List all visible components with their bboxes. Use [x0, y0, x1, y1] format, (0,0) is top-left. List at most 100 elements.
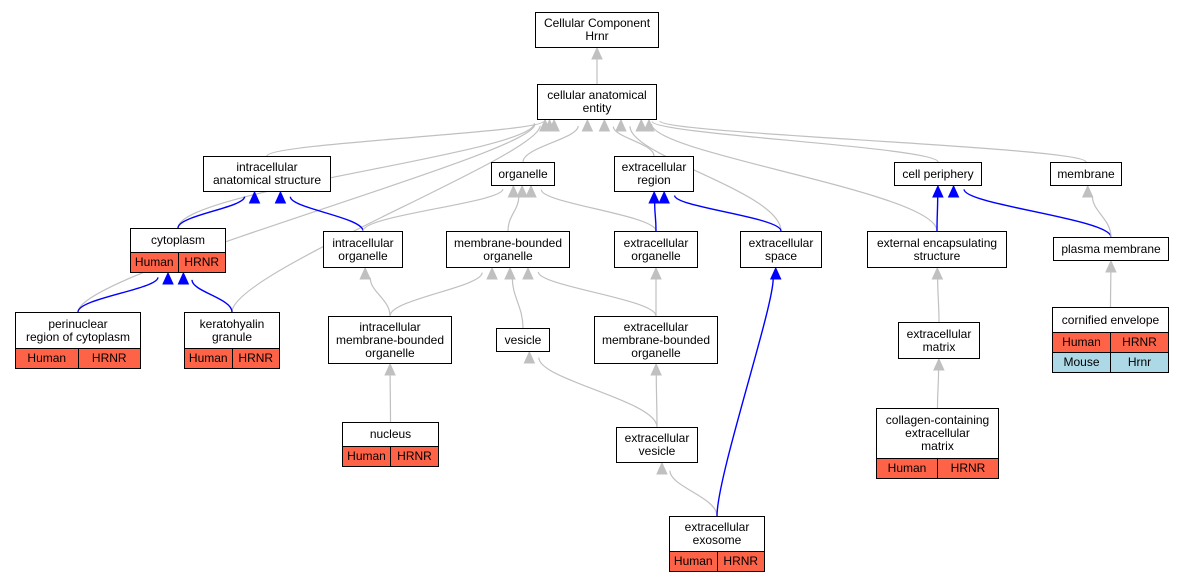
edge-exves-to-embo [655, 374, 658, 428]
gene-cell: HRNR [231, 349, 280, 368]
edge-cellper-to-cae [651, 120, 939, 163]
gene-cell: HRNR [716, 552, 765, 571]
node-mbo[interactable]: membrane-bounded organelle [446, 231, 570, 268]
node-label-area: extracellular region [615, 157, 693, 191]
node-label-area: cellular anatomical entity [538, 85, 656, 119]
arrowhead [486, 266, 498, 280]
node-intorg[interactable]: intracellular organelle [323, 231, 403, 268]
node-organelle[interactable]: organelle [491, 162, 555, 186]
arrowhead [274, 190, 287, 204]
node-label: collagen-containing extracellular matrix [885, 413, 990, 453]
node-ias[interactable]: intracellular anatomical structure [203, 156, 331, 192]
edge-exspace-to-cae [629, 126, 782, 232]
edge-vesicle-to-mbo [511, 278, 524, 329]
edge-membrane-to-cae [659, 120, 1087, 163]
arrowhead [177, 271, 190, 285]
node-label-area: keratohyalin granule [185, 313, 279, 348]
arrowhead [248, 190, 261, 204]
node-cae[interactable]: cellular anatomical entity [537, 84, 657, 120]
arrowhead [648, 190, 660, 204]
species-cell: Human [134, 255, 174, 269]
arrowhead [162, 271, 174, 285]
node-exorg[interactable]: extracellular organelle [614, 231, 698, 268]
node-cellper[interactable]: cell periphery [894, 162, 982, 186]
node-vesicle[interactable]: vesicle [496, 328, 550, 352]
node-label-area: organelle [492, 163, 554, 185]
species-cell: Human [188, 351, 228, 365]
node-collagen[interactable]: collagen-containing extracellular matrix… [876, 408, 999, 479]
arrowhead [591, 46, 603, 60]
arrowhead [635, 118, 647, 132]
node-label-area: perinuclear region of cytoplasm [16, 313, 140, 348]
node-label-area: extracellular space [741, 232, 821, 267]
node-exves[interactable]: extracellular vesicle [616, 427, 698, 463]
arrowhead [516, 184, 528, 198]
arrowhead [543, 118, 556, 132]
gene-cell: HRNR [937, 459, 998, 478]
node-membrane[interactable]: membrane [1050, 162, 1122, 186]
node-label-area: cytoplasm [131, 229, 225, 252]
arrowhead [769, 266, 782, 280]
node-label-area: membrane [1051, 163, 1121, 185]
arrowhead [658, 190, 670, 204]
species-cell: Human [887, 461, 927, 475]
node-exspace[interactable]: extracellular space [740, 231, 822, 268]
node-label: organelle [498, 166, 548, 181]
edge-exreg-to-cae [612, 126, 655, 157]
node-imbo[interactable]: intracellular membrane-bounded organelle [328, 316, 452, 364]
node-label: extracellular membrane-bounded organelle [601, 319, 711, 360]
edge-cytoplasm-to-ias [177, 196, 246, 229]
edge-kerato-to-cae [231, 125, 541, 313]
node-label: intracellular organelle [332, 235, 394, 263]
node-label: intracellular anatomical structure [212, 160, 322, 187]
gene-cell: Hrnr [1110, 353, 1168, 372]
edge-exspace-to-exreg [673, 195, 782, 232]
node-label-area: extracellular organelle [615, 232, 697, 267]
gene-cell: HRNR [1110, 333, 1168, 352]
node-plasma[interactable]: plasma membrane [1053, 237, 1169, 261]
node-label-area: intracellular organelle [324, 232, 402, 267]
arrowhead [522, 266, 534, 280]
node-exreg[interactable]: extracellular region [614, 156, 694, 192]
node-ees[interactable]: external encapsulating structure [867, 231, 1007, 268]
arrowhead [650, 266, 662, 280]
arrowhead [615, 118, 627, 132]
edge-exosome-to-exves [669, 470, 718, 517]
gene-cell: HRNR [177, 253, 226, 272]
node-root[interactable]: Cellular Component Hrnr [535, 12, 659, 48]
node-label: extracellular organelle [623, 235, 689, 263]
node-label: membrane [1057, 166, 1115, 181]
node-label: external encapsulating structure [876, 235, 998, 263]
edge-kerato-to-cytoplasm [191, 279, 233, 313]
arrowhead [650, 362, 662, 376]
node-embo[interactable]: extracellular membrane-bounded organelle [594, 316, 718, 364]
node-label-area: extracellular matrix [899, 323, 979, 358]
node-label-area: extracellular vesicle [617, 428, 697, 462]
arrowhead [1105, 259, 1117, 273]
node-label: cornified envelope [1061, 312, 1160, 327]
node-label: vesicle [504, 332, 542, 347]
edge-ees-to-cellper [936, 196, 939, 232]
node-label: cytoplasm [150, 233, 206, 247]
edge-imbo-to-mbo [389, 272, 483, 317]
arrowhead [656, 461, 668, 475]
node-label-area: external encapsulating structure [868, 232, 1006, 267]
node-exmatrix[interactable]: extracellular matrix [898, 322, 980, 359]
node-label: extracellular space [748, 235, 814, 263]
node-label: cell periphery [902, 166, 974, 181]
node-label-area: collagen-containing extracellular matrix [877, 409, 998, 458]
edge-intorg-to-ias [289, 196, 364, 232]
arrowhead [933, 357, 945, 371]
node-label: extracellular vesicle [624, 431, 690, 458]
edge-exosome-to-exspace [716, 278, 774, 517]
